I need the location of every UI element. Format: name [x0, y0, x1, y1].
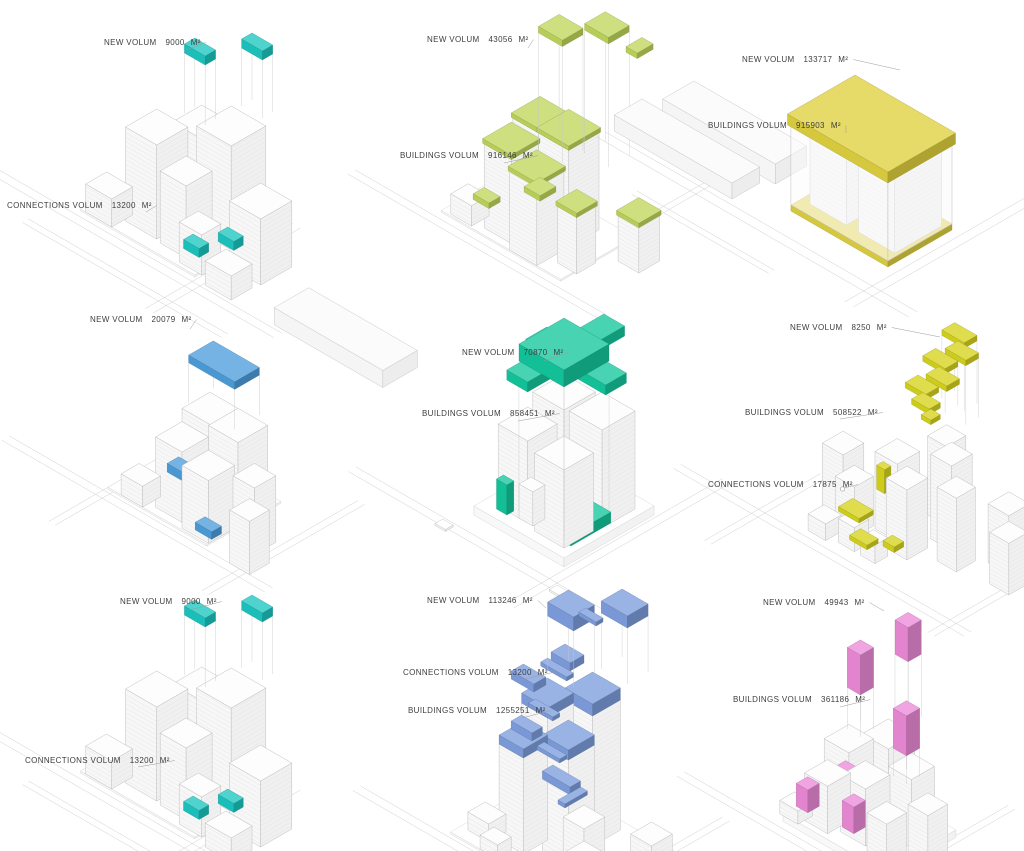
city-scene: [1, 287, 418, 595]
label-leader-line: [145, 205, 157, 213]
city-scene: [0, 32, 301, 338]
city-scene: [676, 612, 1016, 851]
label-leader-line: [853, 59, 901, 71]
label-leader-line: [839, 699, 871, 708]
label-leader-line: [189, 601, 222, 611]
label-leader-line: [189, 319, 197, 330]
label-leader-line: [519, 672, 553, 681]
city-scene: [596, 74, 1024, 318]
label-leader-line: [527, 39, 534, 49]
label-leader-line: [517, 413, 560, 422]
city-scene: [347, 11, 775, 320]
label-leader-line: [543, 352, 569, 362]
label-leader-line: [185, 42, 206, 51]
label-leader-line: [537, 600, 547, 609]
label-leader-line: [869, 602, 885, 612]
label-leader-line: [137, 760, 175, 768]
leader-end-marker: [840, 486, 846, 492]
label-leader-line: [839, 412, 883, 420]
label-leader-line: [521, 710, 551, 719]
label-leader-line: [503, 155, 538, 164]
city-scene: [673, 322, 1024, 637]
label-leader-line: [891, 327, 941, 338]
city-scene: [0, 594, 301, 851]
city-scene: [352, 588, 730, 851]
city-scene: [348, 313, 731, 620]
